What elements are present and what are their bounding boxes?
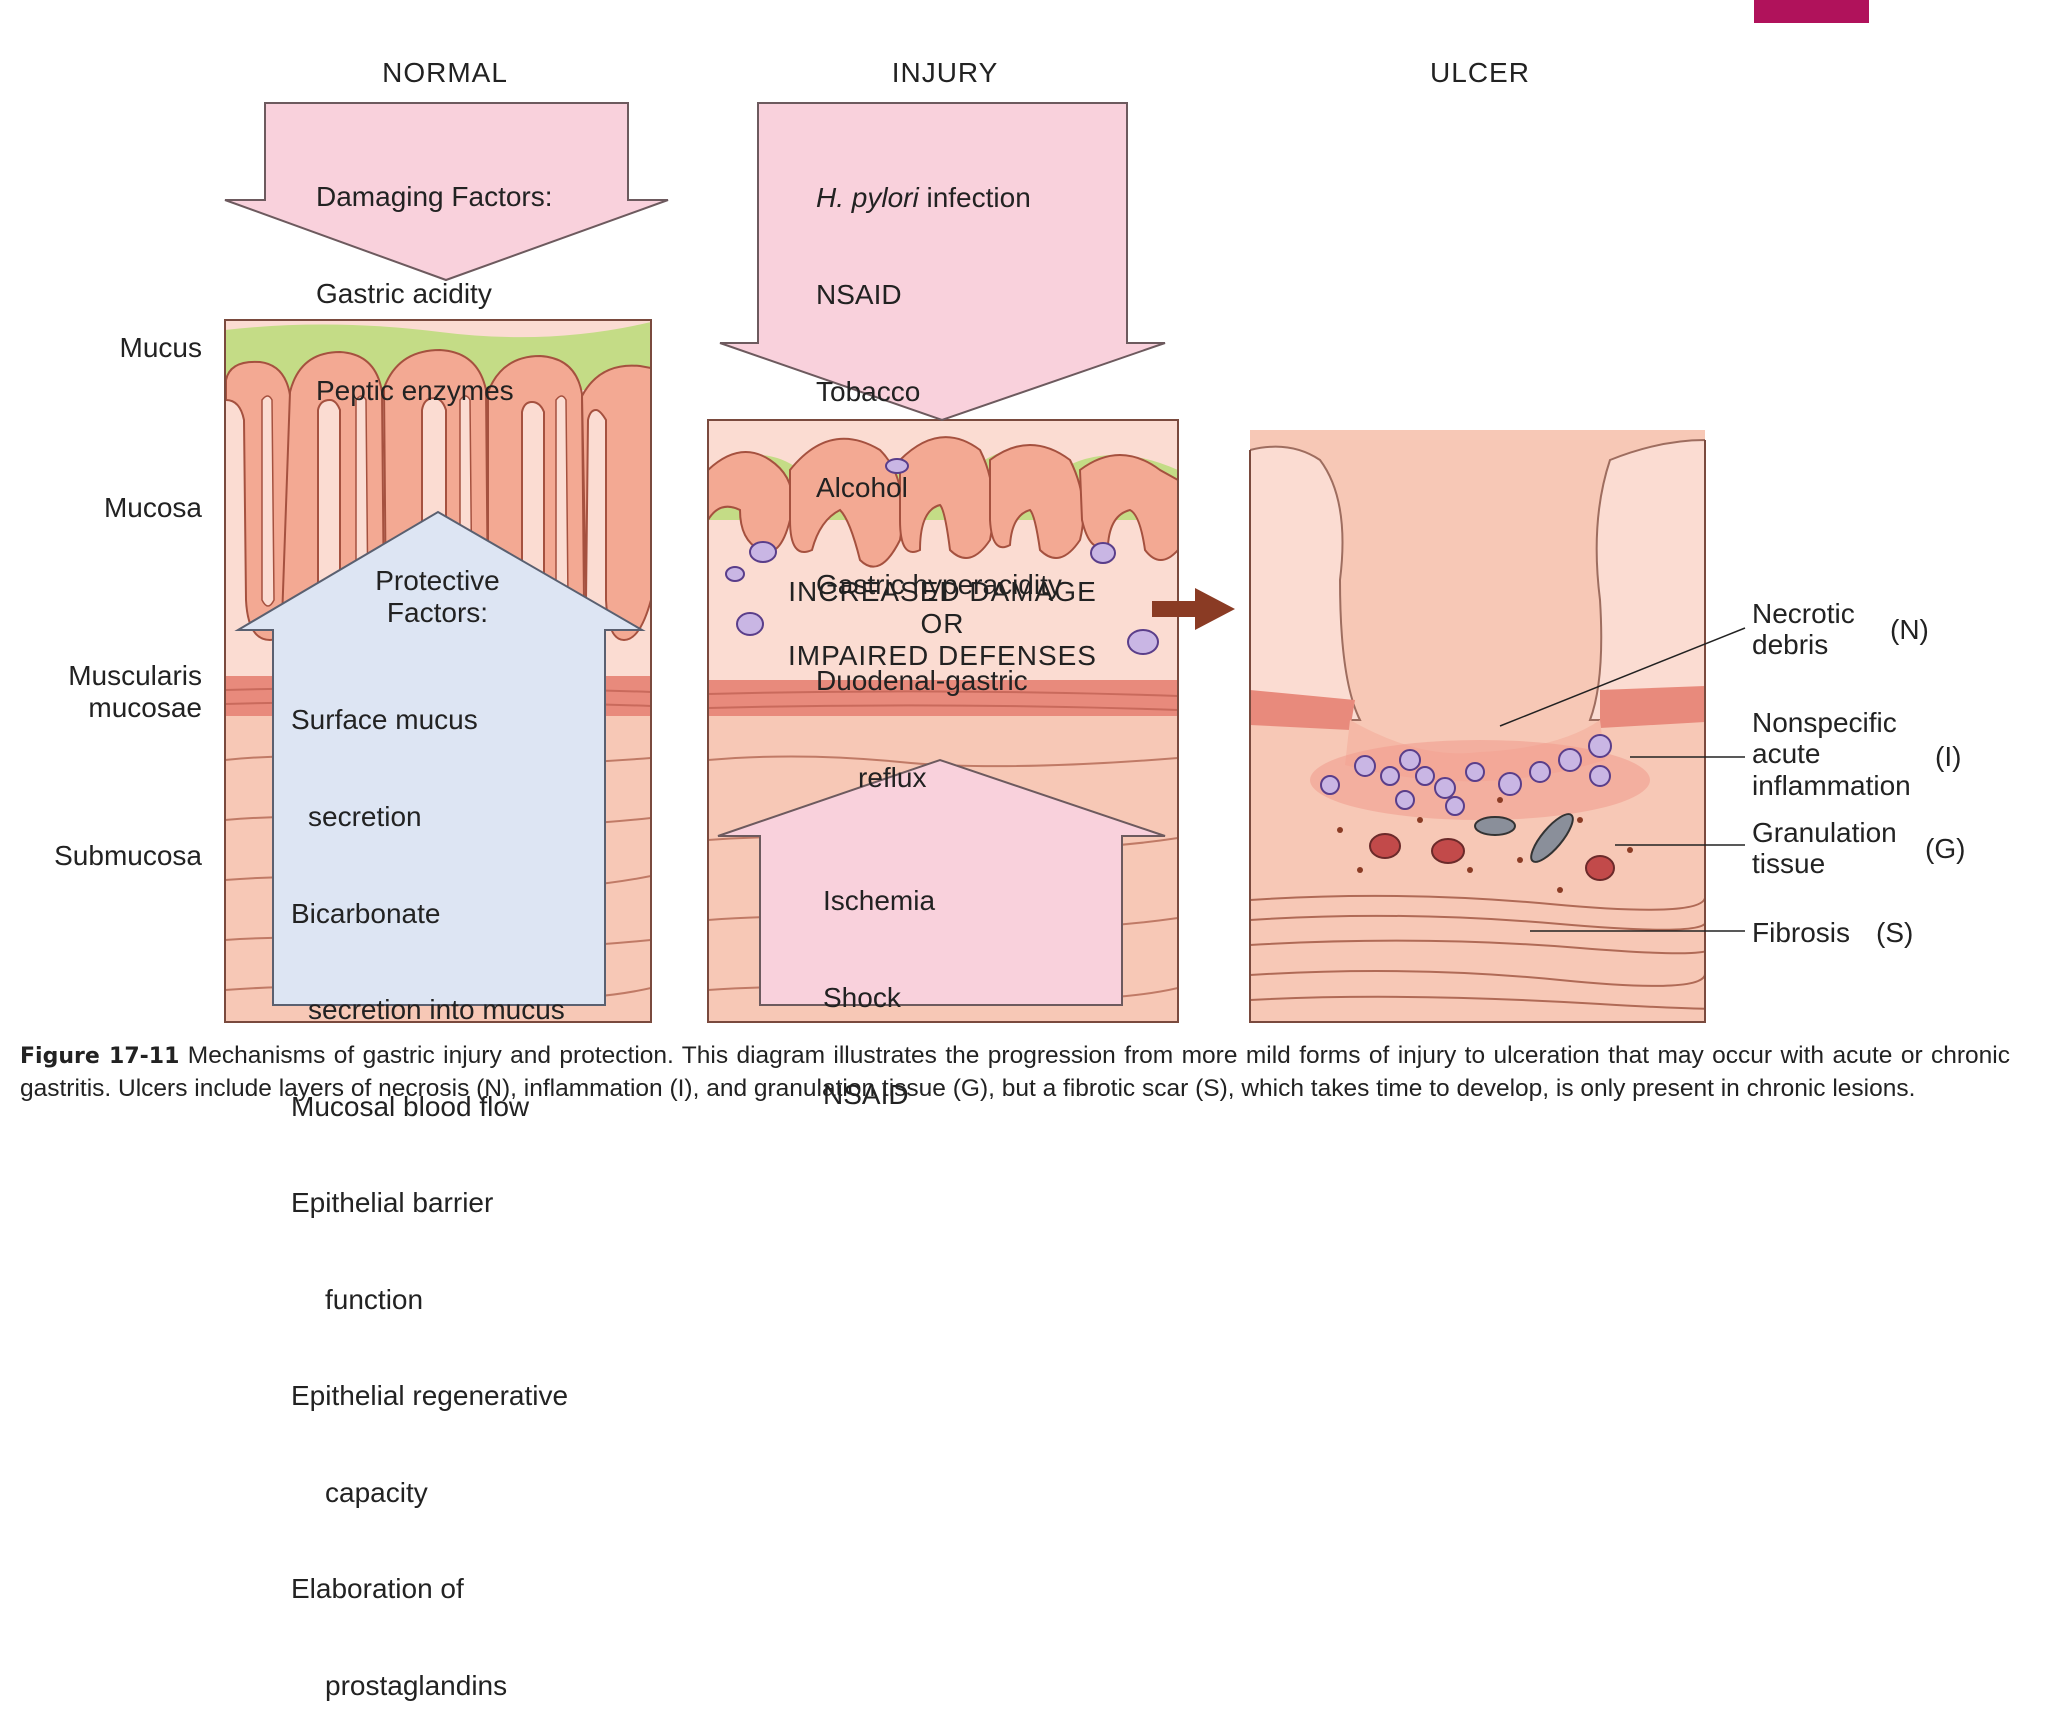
damaging-factor-1: Gastric acidity bbox=[316, 277, 492, 309]
ischemia-item-1: Ischemia bbox=[823, 885, 936, 917]
layer-label-muscularis-mucosae: Muscularis mucosae bbox=[20, 660, 202, 724]
legend-granulation-line-1: Granulation bbox=[1752, 817, 1897, 848]
layer-label-mucus: Mucus bbox=[119, 332, 202, 363]
damage-or-defenses-text: INCREASED DAMAGE OR IMPAIRED DEFENSES bbox=[740, 576, 1145, 673]
ischemia-item-3: NSAID bbox=[823, 1078, 909, 1110]
accent-bar bbox=[1754, 0, 1869, 23]
legend-fibrosis: Fibrosis bbox=[1752, 917, 1851, 948]
figure-caption: Figure 17-11 Mechanisms of gastric injur… bbox=[20, 1039, 2010, 1106]
center-line-2: OR bbox=[920, 608, 965, 640]
damaging-factors-arrow bbox=[224, 102, 669, 282]
protective-factors-arrow bbox=[234, 510, 646, 1006]
injury-factor-hpylori: H. pylori infection bbox=[816, 182, 1062, 214]
panel-title-injury: INJURY bbox=[891, 57, 999, 88]
protective-item-7: function bbox=[325, 1283, 424, 1315]
damaging-factors-title: Damaging Factors: bbox=[316, 181, 553, 213]
protective-item-10: Elaboration of bbox=[291, 1573, 464, 1605]
legend-necrotic-line-2: debris bbox=[1752, 629, 1829, 661]
protective-title-line-2: Factors: bbox=[386, 597, 489, 629]
panel-title-ulcer: ULCER bbox=[1430, 57, 1530, 88]
protective-item-1: Surface mucus bbox=[291, 704, 478, 736]
injury-factor-2: NSAID bbox=[816, 278, 902, 310]
legend-granulation-code: (G) bbox=[1925, 833, 1966, 864]
legend-necrotic-line-1: Necrotic bbox=[1752, 598, 1855, 629]
legend-fibrosis-code: (S) bbox=[1876, 917, 1914, 948]
injury-factor-7: reflux bbox=[858, 761, 927, 793]
normal-tissue-panel bbox=[224, 102, 669, 1023]
injury-factors-text: H. pylori infection NSAID Tobacco Alcoho… bbox=[816, 118, 1062, 826]
center-line-3: IMPAIRED DEFENSES bbox=[788, 640, 1097, 672]
center-line-1: INCREASED DAMAGE bbox=[788, 576, 1097, 607]
damaging-factor-2: Peptic enzymes bbox=[316, 374, 514, 406]
legend-inflammation: Nonspecific acute inflammation bbox=[1752, 707, 1911, 801]
ischemia-arrow bbox=[717, 758, 1166, 1006]
legend-necrotic: Necrotic debris bbox=[1752, 598, 1855, 661]
ulcer-tissue-panel bbox=[1249, 430, 1746, 1023]
damaging-factors-text: Damaging Factors: Gastric acidity Peptic… bbox=[316, 117, 553, 439]
ischemia-factors-text: Ischemia Shock NSAID bbox=[823, 821, 935, 1143]
hpylori-italic: H. pylori bbox=[816, 182, 919, 214]
ischemia-item-2: Shock bbox=[823, 981, 901, 1013]
diagram-figure bbox=[224, 102, 1746, 1023]
layer-label-mucosa: Mucosa bbox=[103, 492, 202, 523]
protective-item-9: capacity bbox=[325, 1476, 428, 1508]
protective-item-2: secretion bbox=[308, 800, 422, 832]
injury-factor-3: Tobacco bbox=[816, 375, 921, 407]
figure-caption-text: Mechanisms of gastric injury and protect… bbox=[20, 1042, 2010, 1103]
progression-arrow bbox=[1152, 588, 1235, 630]
protective-item-6: Epithelial barrier bbox=[291, 1187, 494, 1219]
protective-item-11: prostaglandins bbox=[325, 1670, 508, 1701]
figure-label: Figure 17-11 bbox=[20, 1044, 180, 1069]
legend-inflammation-code: (I) bbox=[1935, 741, 1962, 772]
injury-factors-arrow bbox=[719, 102, 1166, 422]
legend-necrotic-code: (N) bbox=[1890, 614, 1929, 645]
protective-title-line-1: Protective bbox=[375, 565, 500, 596]
legend-granulation: Granulation tissue bbox=[1752, 817, 1897, 880]
protective-item-8: Epithelial regenerative bbox=[291, 1380, 569, 1412]
legend-inflammation-line-3: inflammation bbox=[1752, 769, 1911, 801]
injury-factor-6: Duodenal-gastric bbox=[816, 665, 1028, 697]
hpylori-rest: infection bbox=[918, 182, 1031, 214]
legend-inflammation-line-1: Nonspecific bbox=[1752, 707, 1897, 738]
injury-factor-5: Gastric hyperacidity bbox=[816, 568, 1062, 600]
injury-factor-4: Alcohol bbox=[816, 472, 908, 504]
protective-item-4: secretion into mucus bbox=[308, 994, 565, 1026]
panel-title-normal: NORMAL bbox=[382, 57, 508, 88]
protective-item-5: Mucosal blood flow bbox=[291, 1090, 530, 1122]
layer-label-submucosa: Submucosa bbox=[54, 840, 202, 871]
legend-granulation-line-2: tissue bbox=[1752, 848, 1826, 880]
protective-factors-list: Surface mucus secretion Bicarbonate secr… bbox=[291, 640, 568, 1734]
protective-factors-title: Protective Factors: bbox=[330, 565, 545, 629]
protective-item-3: Bicarbonate bbox=[291, 897, 441, 929]
injury-tissue-panel bbox=[707, 102, 1179, 1023]
legend-inflammation-line-2: acute bbox=[1752, 738, 1821, 770]
muscularis-line-1: Muscularis bbox=[68, 660, 202, 691]
muscularis-line-2: mucosae bbox=[88, 692, 202, 724]
